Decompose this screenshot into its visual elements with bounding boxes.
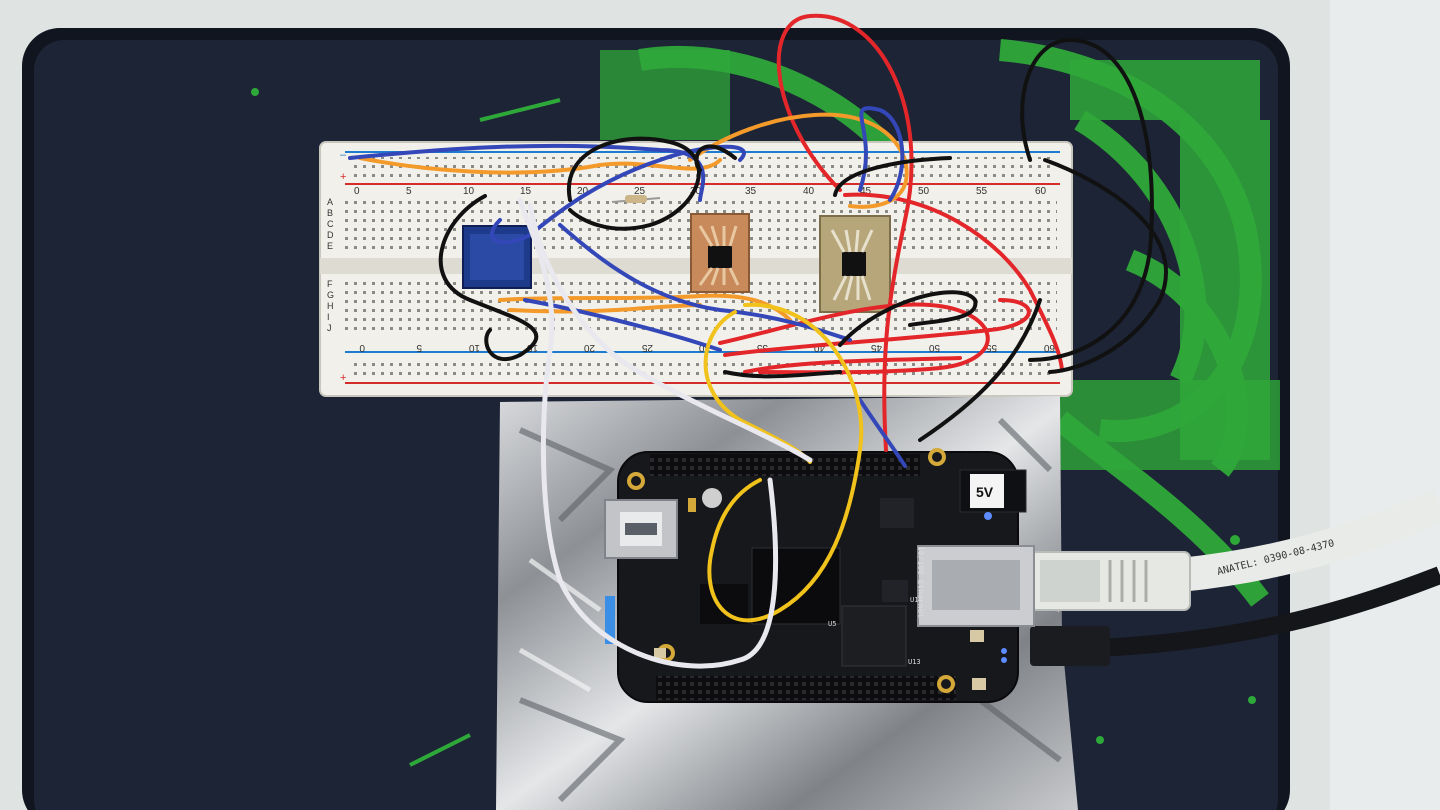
wire-black — [1020, 37, 1154, 362]
wire-black — [723, 370, 842, 379]
col-num: 45 — [860, 186, 872, 197]
col-num: 40 — [813, 342, 825, 353]
col-num: 25 — [634, 186, 646, 197]
col-num: 50 — [928, 342, 940, 353]
row-letter: H — [327, 301, 334, 311]
row-letter: C — [327, 219, 334, 229]
row-letter: A — [327, 197, 333, 207]
logic-level-converter — [462, 225, 532, 289]
row-letter: E — [327, 241, 333, 251]
wire-yellow — [707, 302, 864, 623]
wire-blue — [858, 106, 905, 202]
col-num: 10 — [468, 342, 480, 353]
col-num: 10 — [463, 186, 475, 197]
col-num: 60 — [1035, 186, 1047, 197]
wire-red — [743, 356, 962, 374]
col-num: 55 — [985, 342, 997, 353]
col-num: 55 — [976, 186, 988, 197]
row-letter: B — [327, 208, 333, 218]
wire-black — [694, 144, 737, 172]
row-letter: J — [327, 323, 332, 333]
rail-minus-mark: – — [340, 149, 347, 161]
wire-black — [838, 290, 978, 347]
breadboard-row-letters: A B C D E F G H I J — [327, 197, 334, 333]
micro-sd — [605, 596, 615, 644]
header-top — [650, 454, 920, 476]
wire-orange — [688, 112, 909, 209]
wire-orange — [358, 156, 722, 175]
rail-plus-mark: + — [340, 372, 346, 384]
col-num: 40 — [803, 186, 815, 197]
ram-chip — [841, 605, 907, 667]
col-num: 0 — [354, 186, 360, 197]
col-num: 0 — [359, 342, 365, 353]
power-label: 5V — [976, 484, 994, 500]
wire-black — [1043, 158, 1168, 374]
ethernet-silkscreen: 10/100 Ethernet — [916, 546, 925, 618]
col-num: 25 — [641, 342, 653, 353]
col-num: 20 — [577, 186, 589, 197]
row-letter: F — [327, 279, 333, 289]
col-num: 35 — [756, 342, 768, 353]
header-bottom — [656, 676, 956, 700]
col-num: 45 — [870, 342, 882, 353]
wire-black — [918, 298, 1042, 442]
col-num: 20 — [583, 342, 595, 353]
wire-blue — [348, 143, 706, 202]
rail-plus-mark: + — [340, 171, 346, 183]
wire-black — [833, 156, 952, 197]
col-num: 5 — [406, 186, 412, 197]
chip-label: U5 — [828, 620, 836, 628]
col-num: 5 — [416, 342, 422, 353]
row-letter: I — [327, 312, 330, 322]
adapter-board-copper — [690, 213, 750, 293]
col-num: 30 — [698, 342, 710, 353]
wire-black — [438, 194, 539, 362]
chip-label: U14 — [910, 596, 923, 604]
wire-blue — [858, 398, 907, 468]
adapter-board-tan — [819, 215, 891, 313]
desk-edge — [1330, 0, 1440, 810]
wire-red — [723, 298, 1031, 357]
wire-red — [843, 192, 1064, 372]
wire-blue — [523, 298, 722, 352]
row-letter: D — [327, 230, 334, 240]
wire-orange — [508, 303, 702, 314]
wire-red — [776, 13, 914, 452]
col-num: 35 — [745, 186, 757, 197]
jumper-wires — [348, 13, 1168, 669]
usb-cable — [1030, 566, 1440, 666]
row-letter: G — [327, 290, 334, 300]
col-num: 60 — [1043, 342, 1055, 353]
chip-label: U13 — [908, 658, 921, 666]
wire-white — [527, 202, 813, 463]
resistor — [611, 195, 661, 203]
col-num: 50 — [918, 186, 930, 197]
led-blue — [984, 512, 992, 520]
wire-white — [517, 197, 779, 669]
wire-blue — [490, 144, 746, 245]
col-num: 15 — [520, 186, 532, 197]
